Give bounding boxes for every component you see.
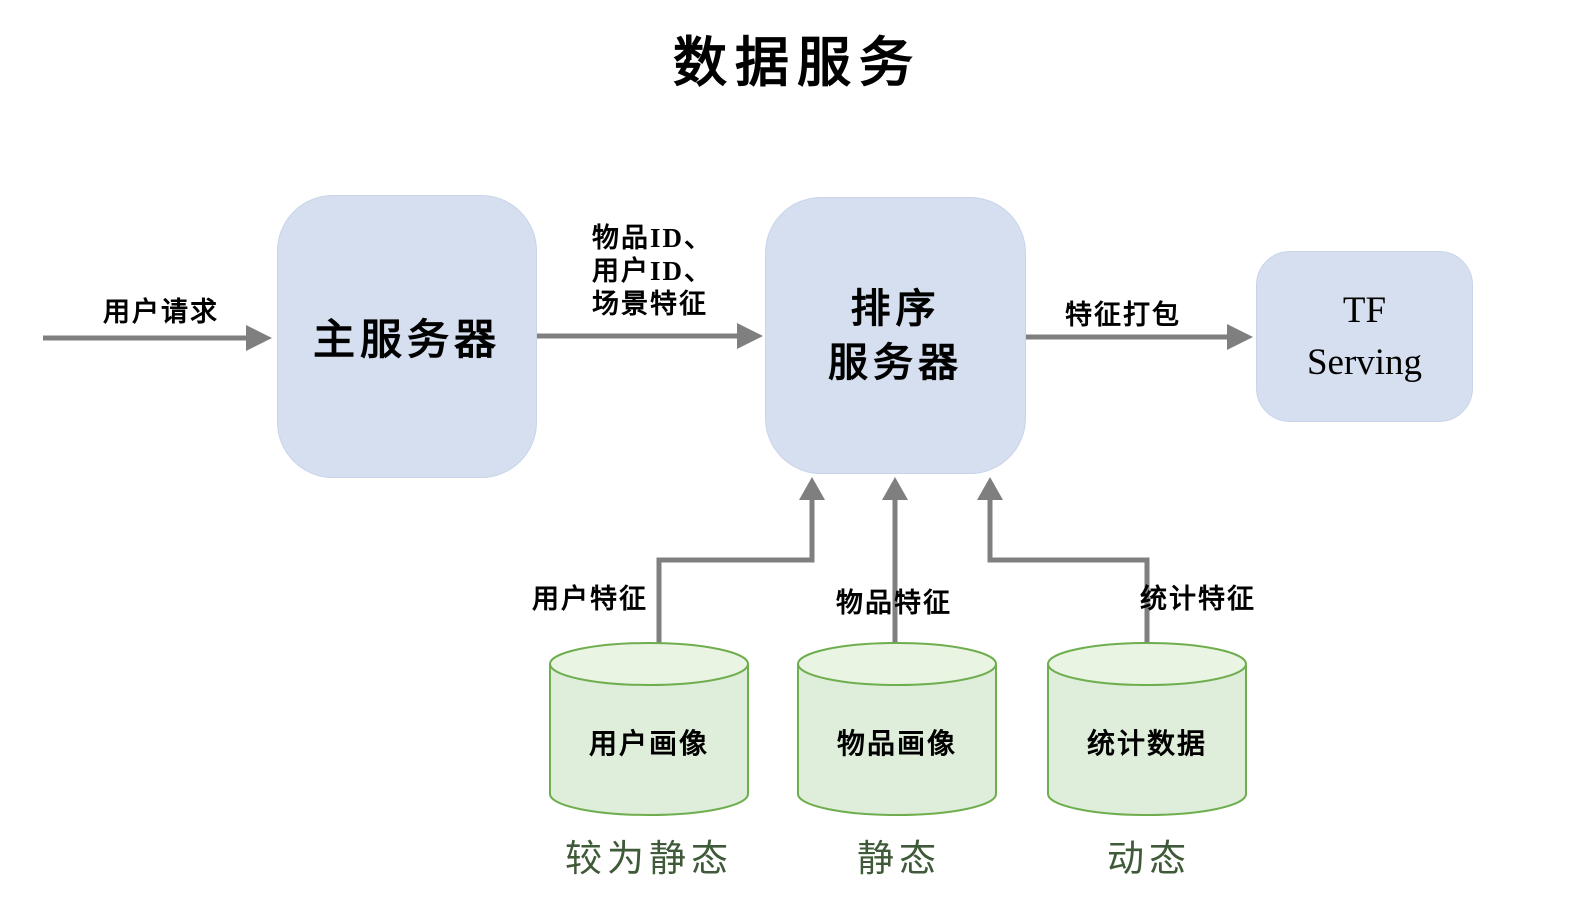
db-label-item-profile: 物品画像 [836, 729, 958, 760]
database-cylinder-user-profile [549, 642, 749, 816]
db-label-user-profile: 用户画像 [588, 729, 710, 760]
edge-label-user-request: 用户请求 [103, 297, 219, 327]
user-features-connector [656, 500, 815, 643]
edge-label-stat-features: 统计特征 [1140, 584, 1256, 614]
edge-label-feature-pack: 特征打包 [1065, 300, 1181, 330]
arrowhead-right-icon [246, 325, 272, 351]
main-server-node: 主服务器 [277, 195, 537, 478]
arrowhead-right-icon [737, 323, 763, 349]
arrowhead-up-icon [977, 477, 1003, 500]
ranking-server-node: 排序 服务器 [765, 197, 1026, 474]
main-server-label: 主服务器 [312, 318, 501, 364]
database-cylinder-item-profile [797, 642, 997, 816]
db-label-statistics: 统计数据 [1086, 729, 1208, 760]
tf-serving-label-line1: TF [1342, 289, 1387, 331]
edge-label-ids-line1: 物品ID、 [592, 223, 714, 253]
state-label-item-profile: 静态 [857, 839, 941, 880]
state-label-user-profile: 较为静态 [565, 839, 733, 880]
diagram-title: 数据服务 [673, 33, 921, 93]
arrowhead-right-icon [1227, 324, 1253, 350]
ranking-server-label-line2: 服务器 [828, 339, 963, 385]
arrowhead-up-icon [882, 477, 908, 500]
edge-label-ids-line3: 场景特征 [592, 289, 708, 319]
stat-features-connector [987, 500, 1150, 643]
ranking-server-label-line1: 排序 [850, 285, 941, 331]
edge-label-user-features: 用户特征 [532, 584, 648, 614]
edge-label-ids-features: 物品ID、 用户ID、 场景特征 [592, 222, 713, 321]
tf-serving-label-line2: Serving [1306, 341, 1423, 383]
state-label-statistics: 动态 [1107, 839, 1191, 880]
database-cylinder-statistics [1047, 642, 1247, 816]
arrowhead-up-icon [799, 477, 825, 500]
edge-label-item-features: 物品特征 [836, 588, 952, 618]
tf-serving-node: TF Serving [1256, 251, 1473, 422]
edge-label-ids-line2: 用户ID、 [592, 256, 714, 286]
